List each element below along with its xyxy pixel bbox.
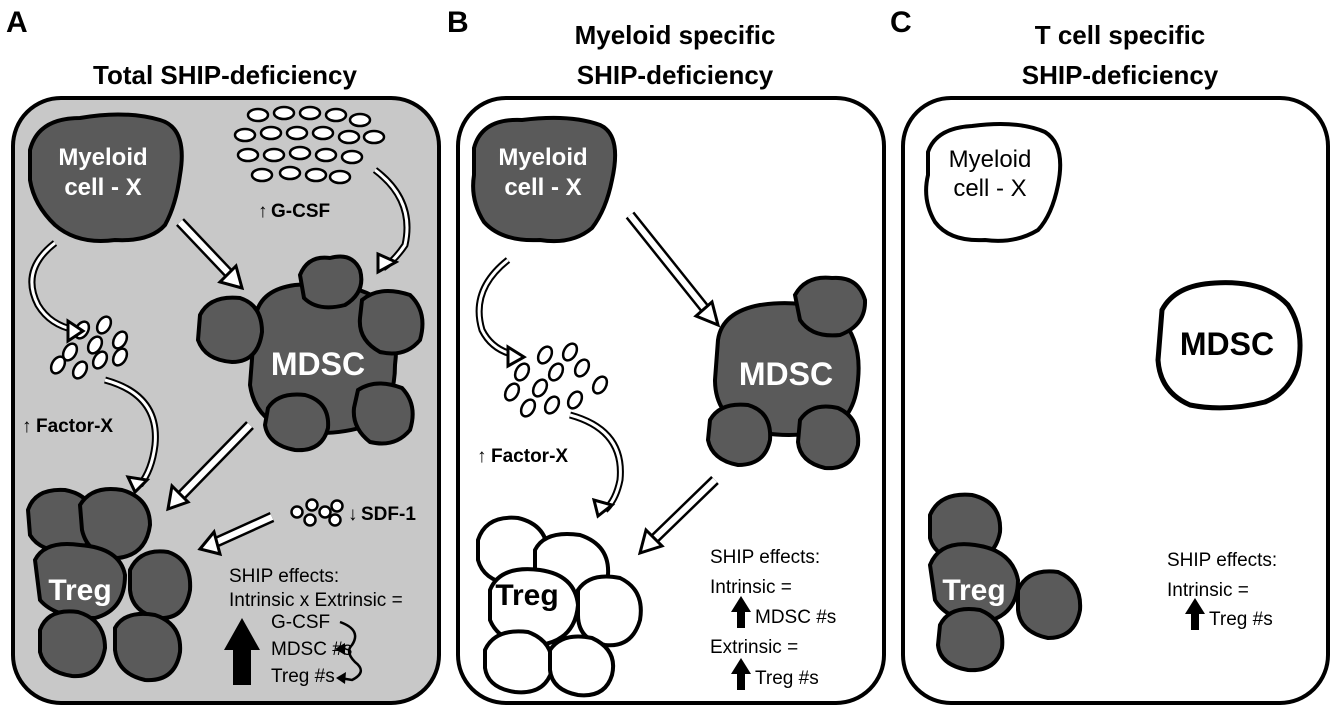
panel-c-title-1: T cell specific — [1035, 20, 1206, 50]
effects-heading-b: SHIP effects: — [710, 547, 820, 568]
arrowheads-a — [66, 251, 400, 557]
myeloid-label-c-2: cell - X — [953, 175, 1026, 202]
myeloid-label-b-2: cell - X — [504, 174, 581, 201]
myeloid-cell-c — [924, 122, 1063, 243]
effects-item-a-2: MDSC #s — [271, 639, 352, 660]
mdsc-cell-c — [1155, 280, 1303, 411]
myeloid-cell-a — [28, 112, 184, 243]
myeloid-label-a-1: Myeloid — [58, 144, 147, 171]
gcsf-up-arrow: ↑ — [258, 201, 268, 222]
myeloid-label-c-1: Myeloid — [949, 146, 1032, 173]
treg-cluster-a — [25, 487, 193, 683]
factor-up-arrow-b: ↑ — [477, 446, 487, 467]
panel-a-title: Total SHIP-deficiency — [93, 60, 357, 90]
effects-intrinsic-value-c: Treg #s — [1209, 609, 1273, 630]
panel-c-box — [901, 96, 1330, 705]
factor-label-b: Factor-X — [491, 446, 568, 467]
myeloid-cell-b — [471, 115, 618, 244]
up-arrow-b-2 — [731, 658, 751, 690]
mdsc-cluster-a — [195, 254, 425, 453]
effects-item-a-1: G-CSF — [271, 612, 330, 633]
panel-c: C T cell specific SHIP-deficiency Myeloi… — [890, 6, 1330, 705]
factor-label-a: Factor-X — [36, 416, 113, 437]
mdsc-label-c: MDSC — [1180, 326, 1274, 362]
panel-a-letter: A — [6, 6, 28, 39]
arrows-b — [475, 211, 719, 549]
panel-b-title-2: SHIP-deficiency — [577, 60, 774, 90]
panel-b-title-1: Myeloid specific — [575, 20, 776, 50]
effects-intrinsic-label-b: Intrinsic = — [710, 577, 792, 598]
up-arrow-b-1 — [731, 596, 751, 628]
panel-b-letter: B — [447, 6, 469, 39]
panel-c-letter: C — [890, 6, 912, 39]
sdf-label: SDF-1 — [361, 504, 416, 525]
gcsf-label: G-CSF — [271, 201, 330, 222]
feedback-squiggle-a — [339, 620, 362, 682]
up-arrow-c — [1185, 598, 1205, 630]
gcsf-particles — [233, 105, 386, 185]
effects-extrinsic-value-b: Treg #s — [755, 668, 819, 689]
effects-intrinsic-value-b: MDSC #s — [755, 607, 836, 628]
arrowheads-b — [506, 299, 721, 556]
effects-line-a: Intrinsic x Extrinsic = — [229, 590, 403, 611]
mdsc-label-a: MDSC — [271, 346, 365, 382]
treg-cluster-c — [927, 492, 1083, 673]
myeloid-label-b-1: Myeloid — [498, 144, 587, 171]
effects-heading-c: SHIP effects: — [1167, 550, 1277, 571]
panel-c-title-2: SHIP-deficiency — [1022, 60, 1219, 90]
mdsc-cluster-b — [705, 275, 868, 471]
panel-b: B Myeloid specific SHIP-deficiency Myelo… — [447, 6, 886, 705]
mdsc-label-b: MDSC — [739, 356, 833, 392]
factor-x-particles-b — [503, 342, 609, 418]
treg-cluster-b — [476, 515, 643, 698]
effects-intrinsic-label-c: Intrinsic = — [1167, 580, 1249, 601]
treg-label-b: Treg — [495, 579, 558, 612]
panel-a: A Total SHIP-deficiency Myeloid cell - X… — [6, 6, 441, 705]
treg-label-c: Treg — [942, 574, 1005, 607]
myeloid-label-a-2: cell - X — [64, 174, 141, 201]
sdf-particles — [290, 498, 344, 527]
factor-up-arrow-a: ↑ — [22, 416, 32, 437]
treg-label-a: Treg — [48, 574, 111, 607]
effects-extrinsic-label-b: Extrinsic = — [710, 637, 798, 658]
big-up-arrow-a — [224, 618, 260, 685]
effects-item-a-3: Treg #s — [271, 666, 335, 687]
effects-heading-a: SHIP effects: — [229, 566, 339, 587]
sdf-down-arrow: ↓ — [348, 504, 358, 525]
